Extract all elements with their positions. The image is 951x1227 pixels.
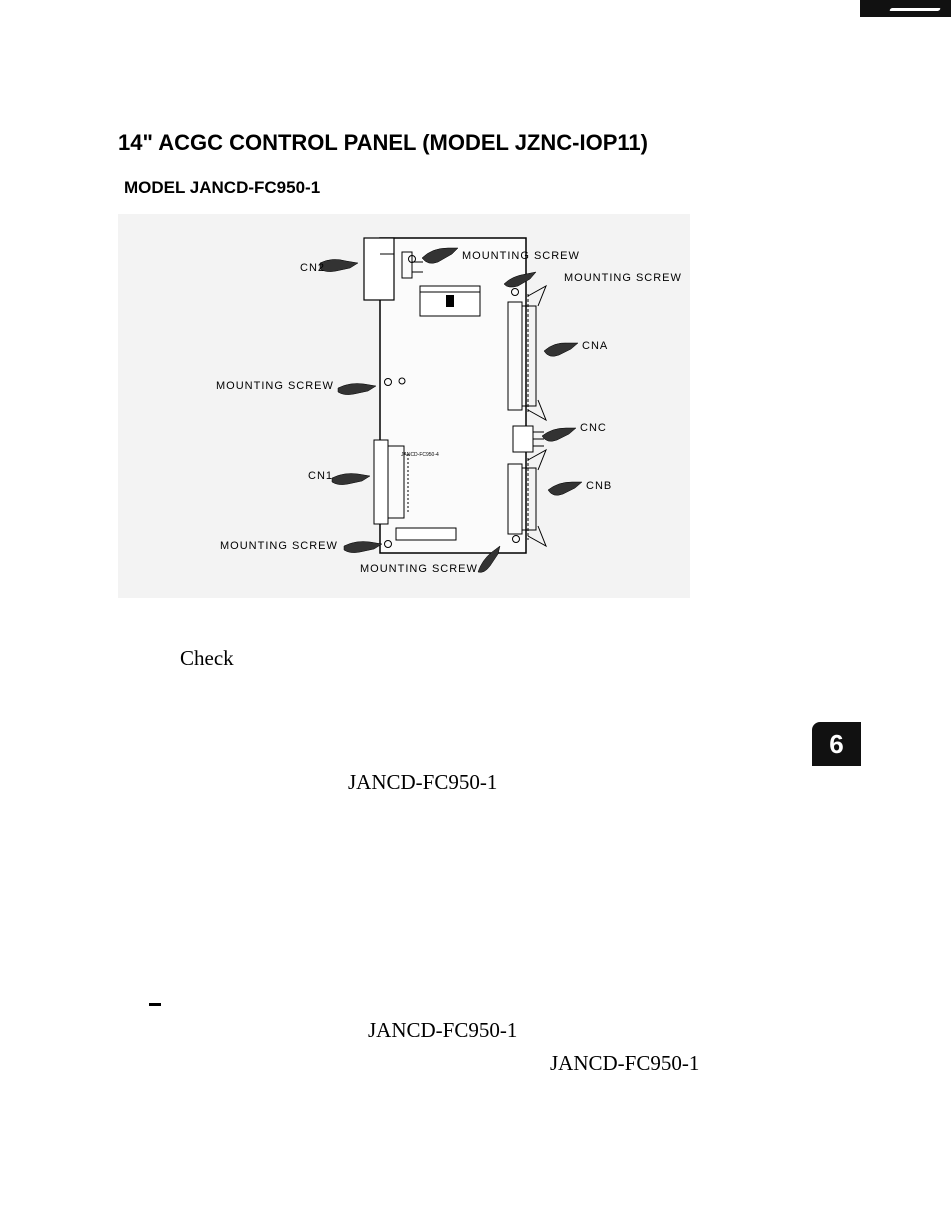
section-tab-number: 6: [829, 729, 844, 759]
label-cnb: CNB: [586, 480, 613, 492]
ink-mark: [149, 1003, 161, 1006]
cn2-connector: [363, 237, 395, 301]
model-reference-2: JANCD-FC950-1: [368, 1018, 518, 1042]
label-cna: CNA: [582, 340, 609, 352]
pcb-outline: [379, 237, 527, 554]
board-nameplate: [395, 527, 457, 541]
label-cnc: CNC: [580, 422, 607, 434]
cn1-connector: [373, 439, 389, 525]
cnc-connector: [512, 425, 534, 453]
board-figure: JANCD-FC950-4 CN2 MOUNTING SCREW MOUNTIN…: [118, 214, 690, 598]
page-subtitle: MODEL JANCD-FC950-1: [124, 178, 321, 197]
section-tab: 6: [812, 722, 861, 766]
label-mounting-screw-left: MOUNTING SCREW: [216, 380, 334, 392]
board-nameplate-text: JANCD-FC950-4: [401, 452, 439, 458]
label-cn1: CN1: [308, 470, 334, 482]
check-text: Check: [180, 646, 234, 670]
label-mounting-screw-top: MOUNTING SCREW: [462, 250, 580, 262]
label-mounting-screw-top-right: MOUNTING SCREW: [564, 272, 682, 284]
label-cn2: CN2: [300, 262, 326, 274]
page-title: 14" ACGC CONTROL PANEL (MODEL JZNC-IOP11…: [118, 130, 648, 155]
board-diagram: [319, 237, 583, 573]
page-corner-mark: [860, 0, 951, 17]
model-reference-3: JANCD-FC950-1: [550, 1051, 700, 1075]
label-mounting-screw-bottom: MOUNTING SCREW: [360, 563, 478, 575]
label-mounting-screw-bottom-left: MOUNTING SCREW: [220, 540, 338, 552]
model-reference-1: JANCD-FC950-1: [348, 770, 498, 794]
